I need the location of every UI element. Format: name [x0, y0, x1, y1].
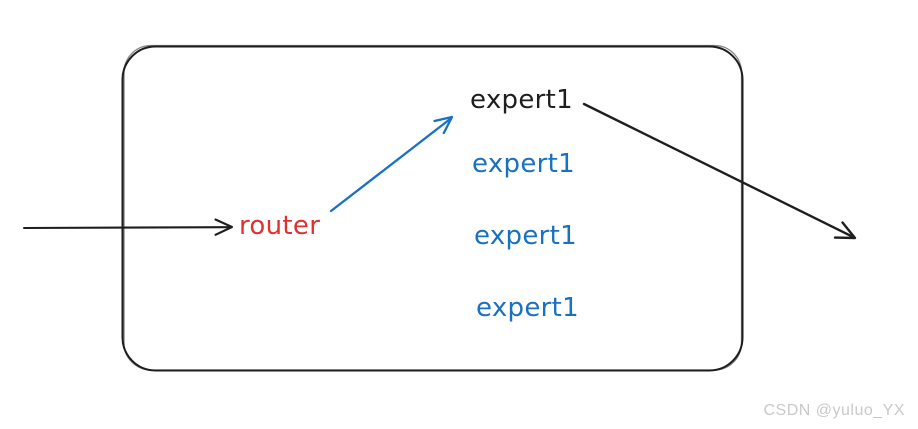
output-arrow [582, 102, 857, 240]
expert-label-2: expert1 [472, 149, 575, 179]
expert-label-3: expert1 [474, 221, 577, 251]
router-label: router [239, 211, 321, 241]
watermark: CSDN @yuluo_YX [763, 402, 905, 419]
expert-label-selected: expert1 [470, 85, 573, 115]
container-box [121, 44, 744, 372]
expert-label-4: expert1 [476, 293, 579, 323]
router-to-expert-arrow [329, 115, 454, 213]
input-arrow [22, 218, 234, 236]
